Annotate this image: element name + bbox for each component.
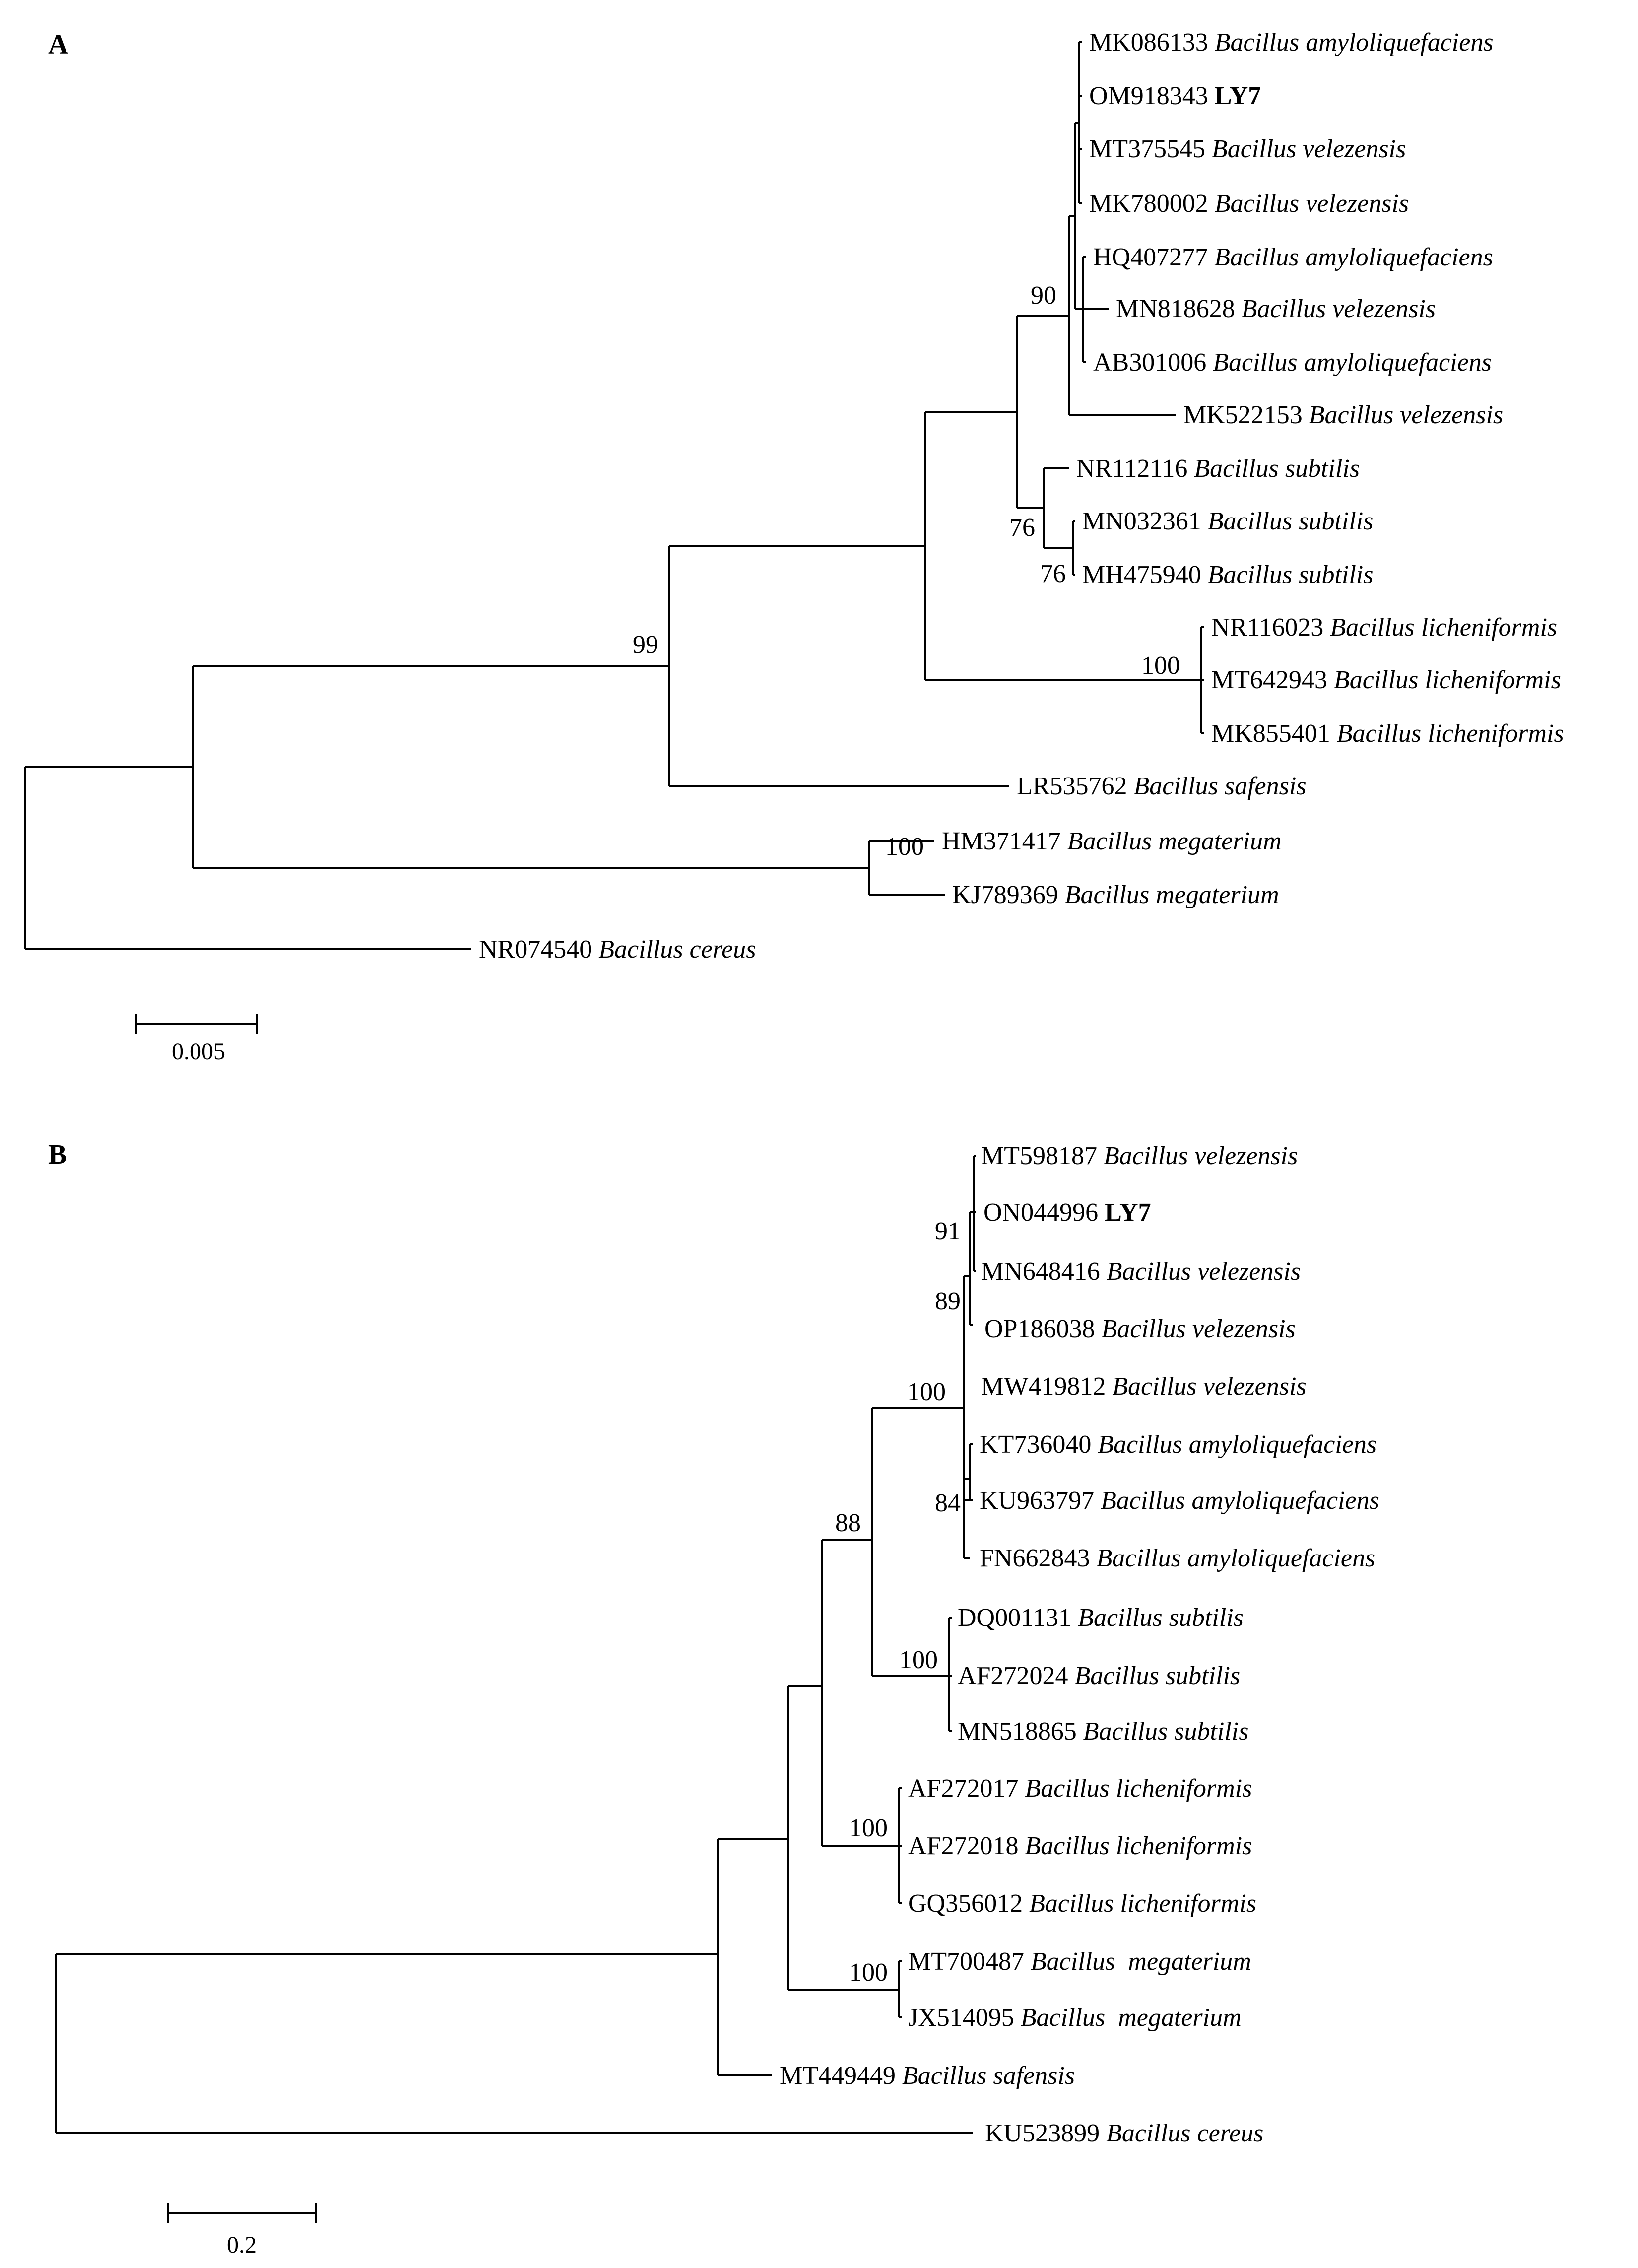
- panel-b-letter: B: [48, 1139, 66, 1170]
- panel-a-scale-bar: 0.005: [135, 1014, 258, 1065]
- bootstrap-value: 91: [935, 1217, 961, 1245]
- taxon-label: HQ407277 Bacillus amyloliquefaciens: [1093, 243, 1493, 271]
- taxon-label: AF272024 Bacillus subtilis: [958, 1662, 1240, 1690]
- panel-b: B: [48, 1139, 1379, 2258]
- panel-a: A: [24, 28, 1564, 1065]
- bootstrap-value: 100: [849, 1814, 888, 1842]
- taxon-label: KU523899 Bacillus cereus: [985, 2119, 1263, 2147]
- taxon-label: OP186038 Bacillus velezensis: [984, 1315, 1296, 1343]
- taxon-label: MW419812 Bacillus velezensis: [981, 1372, 1307, 1401]
- taxon-label: MN518865 Bacillus subtilis: [958, 1717, 1248, 1746]
- taxon-label: MN648416 Bacillus velezensis: [981, 1257, 1301, 1286]
- taxon-label: MT449449 Bacillus safensis: [780, 2062, 1075, 2090]
- taxon-label: KJ789369 Bacillus megaterium: [952, 881, 1279, 909]
- bootstrap-value: 99: [633, 631, 658, 659]
- bootstrap-value: 88: [835, 1509, 861, 1537]
- panel-a-bootstrap-values: 90 76 76 99 100 100: [633, 281, 1180, 861]
- taxon-label: AF272017 Bacillus licheniformis: [908, 1774, 1252, 1803]
- panel-a-branches: [24, 41, 1204, 950]
- taxon-label: AB301006 Bacillus amyloliquefaciens: [1093, 348, 1492, 377]
- panel-a-letter: A: [48, 29, 68, 60]
- taxon-label: NR074540 Bacillus cereus: [479, 935, 756, 964]
- scale-bar-label: 0.005: [172, 1038, 225, 1065]
- taxon-label: MK855401 Bacillus licheniformis: [1211, 719, 1564, 748]
- taxon-label: MK522153 Bacillus velezensis: [1183, 401, 1503, 429]
- taxon-label: MT642943 Bacillus licheniformis: [1211, 666, 1561, 694]
- taxon-label: MN818628 Bacillus velezensis: [1116, 295, 1436, 323]
- panel-b-taxon-labels: MT598187 Bacillus velezensis ON044996 LY…: [780, 1142, 1379, 2147]
- taxon-label: MN032361 Bacillus subtilis: [1082, 507, 1373, 535]
- taxon-label: MH475940 Bacillus subtilis: [1082, 561, 1373, 589]
- bootstrap-value: 89: [935, 1287, 961, 1315]
- taxon-label: MT700487 Bacillus megaterium: [908, 1947, 1251, 1976]
- taxon-label: NR112116 Bacillus subtilis: [1076, 454, 1360, 483]
- taxon-label: MK086133 Bacillus amyloliquefaciens: [1089, 28, 1494, 57]
- taxon-label: KU963797 Bacillus amyloliquefaciens: [980, 1487, 1379, 1515]
- taxon-label: LR535762 Bacillus safensis: [1017, 772, 1307, 800]
- bootstrap-value: 100: [1141, 651, 1180, 680]
- panel-a-taxon-labels: MK086133 Bacillus amyloliquefaciens OM91…: [479, 28, 1564, 964]
- taxon-label: NR116023 Bacillus licheniformis: [1211, 613, 1557, 642]
- bootstrap-value: 100: [899, 1646, 938, 1674]
- scale-bar-label: 0.2: [227, 2232, 257, 2258]
- panel-b-bootstrap-values: 91 89 100 84 88 100 100 100: [835, 1217, 961, 1987]
- taxon-label: AF272018 Bacillus licheniformis: [908, 1832, 1252, 1860]
- taxon-label: GQ356012 Bacillus licheniformis: [908, 1889, 1256, 1918]
- bootstrap-value: 100: [885, 833, 924, 861]
- taxon-label: MT375545 Bacillus velezensis: [1089, 135, 1406, 163]
- taxon-label: JX514095 Bacillus megaterium: [908, 2004, 1242, 2032]
- bootstrap-value: 100: [849, 1958, 888, 1987]
- panel-b-branches: [55, 1155, 976, 2134]
- taxon-label: MT598187 Bacillus velezensis: [981, 1142, 1298, 1170]
- taxon-label: ON044996 LY7: [983, 1198, 1151, 1227]
- bootstrap-value: 100: [907, 1378, 946, 1406]
- bootstrap-value: 76: [1009, 514, 1035, 542]
- bootstrap-value: 84: [935, 1489, 961, 1517]
- taxon-label: HM371417 Bacillus megaterium: [942, 827, 1282, 855]
- bootstrap-value: 90: [1031, 281, 1056, 310]
- taxon-label: MK780002 Bacillus velezensis: [1089, 190, 1409, 218]
- bootstrap-value: 76: [1040, 560, 1066, 588]
- taxon-label: DQ001131 Bacillus subtilis: [958, 1604, 1244, 1632]
- panel-b-scale-bar: 0.2: [167, 2203, 317, 2258]
- taxon-label: OM918343 LY7: [1089, 82, 1261, 110]
- taxon-label: KT736040 Bacillus amyloliquefaciens: [980, 1430, 1376, 1459]
- taxon-label: FN662843 Bacillus amyloliquefaciens: [980, 1544, 1375, 1572]
